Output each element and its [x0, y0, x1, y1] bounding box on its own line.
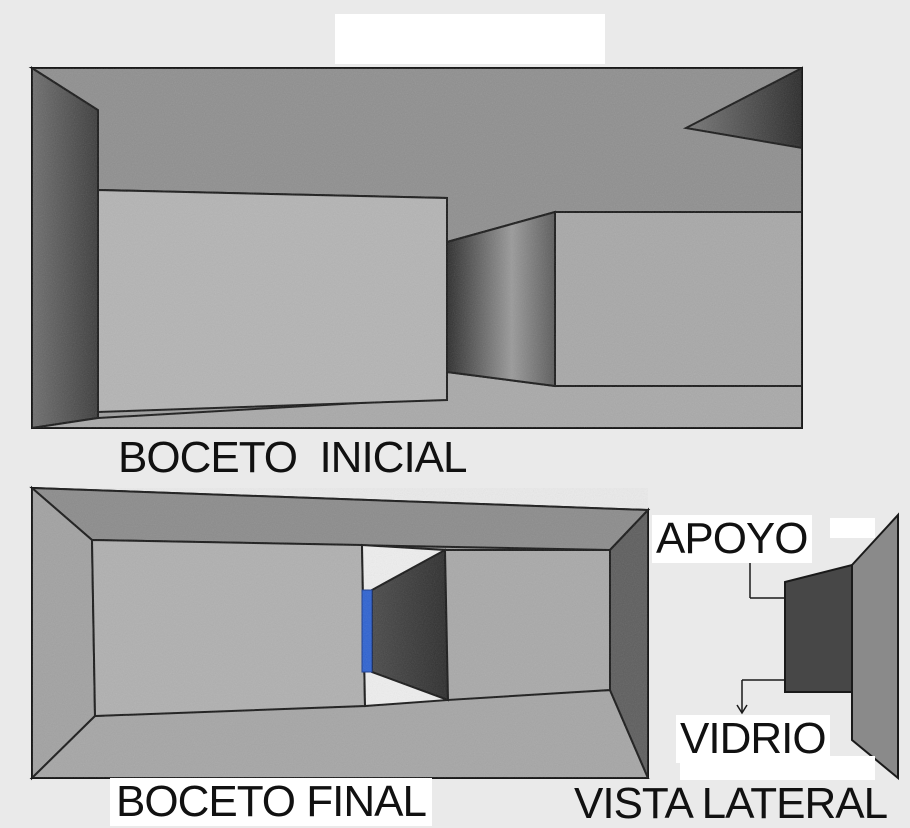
glass-leader-arrow [736, 704, 748, 715]
label-vista-lateral: VISTA LATERAL [574, 779, 888, 828]
label-vidrio: VIDRIO [676, 715, 830, 763]
label-boceto-final: BOCETO FINAL [110, 778, 432, 826]
side-view [736, 512, 899, 781]
label-boceto-inicial: BOCETO INICIAL [118, 433, 467, 482]
side-support [784, 563, 853, 693]
label-apoyo: APOYO [652, 515, 812, 563]
top-white-patch [335, 14, 605, 64]
apoyo-white-patch [830, 518, 875, 538]
side-wall [851, 512, 899, 781]
